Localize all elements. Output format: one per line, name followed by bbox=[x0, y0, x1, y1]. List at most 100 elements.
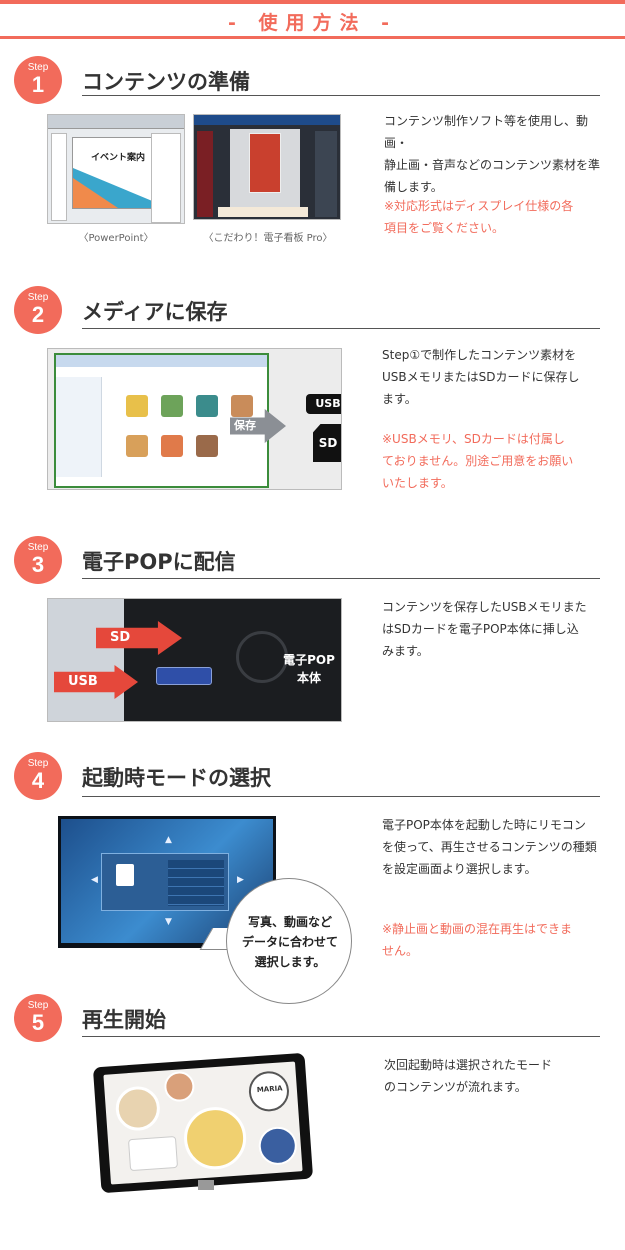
note-line: ※対応形式はディスプレイ仕様の各 bbox=[384, 199, 574, 213]
desc-line: コンテンツ制作ソフト等を使用し、動画・ bbox=[384, 114, 589, 150]
step-2-title: メディアに保存 bbox=[82, 300, 228, 324]
kodawari-screenshot bbox=[193, 114, 341, 220]
slide-shape bbox=[73, 178, 118, 208]
page-title: - 使用方法 - bbox=[227, 12, 397, 34]
step-5-description: 次回起動時は選択されたモード のコンテンツが流れます。 bbox=[384, 1054, 610, 1098]
note-line: 項目をご覧ください。 bbox=[384, 221, 505, 235]
step-4-title: 起動時モードの選択 bbox=[82, 766, 271, 790]
title-bar bbox=[194, 115, 340, 125]
desc-line: みます。 bbox=[382, 644, 429, 658]
note-line: いたします。 bbox=[382, 476, 453, 490]
dish-image bbox=[163, 1070, 196, 1103]
mode-select-panel bbox=[101, 853, 229, 911]
image-file-icon bbox=[231, 395, 253, 417]
step-1-rule bbox=[82, 95, 600, 96]
step-1-badge: Step 1 bbox=[14, 56, 62, 104]
note-line: ※静止画と動画の混在再生はできま bbox=[382, 922, 573, 936]
speech-bubble-text: 写真、動画など データに合わせて 選択します。 bbox=[236, 912, 344, 972]
step-number: 2 bbox=[31, 302, 45, 327]
desc-line: USBメモリまたはSDカードに保存し bbox=[382, 370, 580, 384]
usb-icon: USB bbox=[306, 394, 341, 414]
desc-line: のコンテンツが流れます。 bbox=[384, 1080, 527, 1094]
header-band bbox=[0, 4, 625, 36]
desc-line: 静止画・音声などのコンテンツ素材を準 bbox=[384, 158, 601, 172]
asset-strip bbox=[218, 207, 308, 217]
bubble-line: データに合わせて bbox=[241, 935, 338, 949]
desc-line: コンテンツを保存したUSBメモリまた bbox=[382, 600, 587, 614]
desc-line: を設定画面より選択します。 bbox=[382, 862, 537, 876]
navigation-pane bbox=[56, 377, 102, 477]
dish-image bbox=[114, 1085, 162, 1132]
step-2-badge: Step 2 bbox=[14, 286, 62, 334]
powerpoint-screenshot: イベント案内 bbox=[47, 114, 185, 224]
down-arrow-icon: ▼ bbox=[165, 917, 172, 927]
speech-bubble bbox=[226, 878, 352, 1004]
folder-icon bbox=[126, 395, 148, 417]
image-file-icon bbox=[196, 395, 218, 417]
step-5-rule bbox=[82, 1036, 600, 1037]
mount-ring bbox=[236, 631, 288, 683]
desc-line: 備します。 bbox=[384, 180, 443, 194]
tablet-stand bbox=[198, 1180, 214, 1190]
mode-list bbox=[168, 860, 224, 906]
image-file-icon bbox=[161, 395, 183, 417]
step-number: 4 bbox=[31, 768, 45, 793]
step-3-title: 電子POPに配信 bbox=[82, 550, 236, 574]
note-line: ておりません。別途ご用意をお願い bbox=[382, 454, 574, 468]
step-word: Step bbox=[27, 758, 49, 769]
header-bottom-line bbox=[0, 36, 625, 39]
step-number: 5 bbox=[31, 1010, 45, 1035]
note-line: ※USBメモリ、SDカードは付属し bbox=[382, 432, 565, 446]
left-arrow-icon: ◀ bbox=[91, 875, 98, 885]
step-4-description: 電子POP本体を起動した時にリモコン を使って、再生させるコンテンツの種類 を設… bbox=[382, 814, 614, 880]
desc-line: はSDカードを電子POP本体に挿し込 bbox=[382, 622, 579, 636]
step-5-title: 再生開始 bbox=[82, 1008, 166, 1032]
step-1-description: コンテンツ制作ソフト等を使用し、動画・ 静止画・音声などのコンテンツ素材を準 備… bbox=[384, 110, 610, 198]
image-file-icon bbox=[161, 435, 183, 457]
step-word: Step bbox=[27, 292, 49, 303]
right-arrow-icon: ▶ bbox=[237, 875, 244, 885]
pop-device-label: 電子POP 本体 bbox=[264, 651, 341, 687]
usb-arrow-label: USB bbox=[68, 674, 98, 689]
tv-screen: ▲ ▼ ◀ ▶ bbox=[61, 819, 273, 943]
step-4-rule bbox=[82, 796, 600, 797]
step-3-rule bbox=[82, 578, 600, 579]
slide-text: イベント案内 bbox=[91, 153, 146, 163]
label-line: 本体 bbox=[296, 671, 321, 685]
step-3-badge: Step 3 bbox=[14, 536, 62, 584]
desc-line: を使って、再生させるコンテンツの種類 bbox=[382, 840, 597, 854]
step-2-description: Step①で制作したコンテンツ素材を USBメモリまたはSDカードに保存し ます… bbox=[382, 344, 612, 410]
image-file-icon bbox=[196, 435, 218, 457]
dish-image bbox=[182, 1105, 249, 1172]
step-number: 1 bbox=[31, 72, 45, 97]
pop-device-back: 電子POP 本体 bbox=[124, 599, 341, 721]
caption-kodawari: 〈こだわり！電子看板 Pro〉 bbox=[203, 233, 333, 244]
usb-stick bbox=[156, 667, 212, 685]
step-number: 3 bbox=[31, 552, 45, 577]
window-title-bar bbox=[56, 355, 267, 367]
display-tablet: MARIA bbox=[92, 1052, 314, 1194]
settings-screen-photo: ▲ ▼ ◀ ▶ bbox=[58, 816, 276, 948]
step-1-title: コンテンツの準備 bbox=[82, 70, 250, 94]
sd-arrow-label: SD bbox=[110, 630, 131, 645]
poster-preview bbox=[249, 133, 281, 193]
step-1-note: ※対応形式はディスプレイ仕様の各 項目をご覧ください。 bbox=[384, 195, 610, 239]
header-top-line bbox=[0, 0, 625, 4]
image-file-icon bbox=[126, 435, 148, 457]
up-arrow-icon: ▲ bbox=[165, 835, 172, 845]
step-4-note: ※静止画と動画の混在再生はできま せん。 bbox=[382, 918, 614, 962]
side-pane bbox=[151, 133, 181, 223]
step-5-badge: Step 5 bbox=[14, 994, 62, 1042]
properties-panel bbox=[315, 131, 337, 217]
bubble-line: 選択します。 bbox=[254, 955, 326, 969]
step-2-note: ※USBメモリ、SDカードは付属し ておりません。別途ご用意をお願い いたします… bbox=[382, 428, 612, 494]
bubble-line: 写真、動画など bbox=[247, 915, 332, 929]
label-line: 電子POP bbox=[283, 653, 335, 667]
save-arrow-label: 保存 bbox=[234, 419, 256, 432]
slide-thumbnails bbox=[51, 133, 67, 221]
tablet-screen: MARIA bbox=[103, 1061, 303, 1185]
menu-text-block bbox=[127, 1135, 179, 1172]
document-icon bbox=[116, 864, 134, 886]
desc-line: ます。 bbox=[382, 392, 417, 406]
thumbnail-column bbox=[197, 131, 213, 217]
